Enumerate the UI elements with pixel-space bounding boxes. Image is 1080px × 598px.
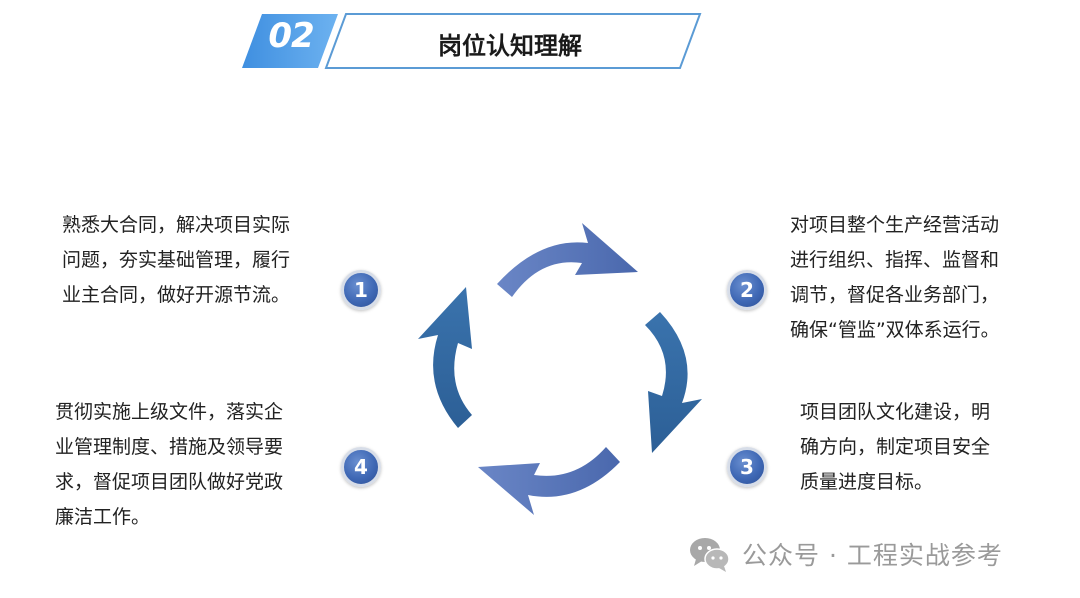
item-2-text: 对项目整个生产经营活动 进行组织、指挥、监督和 调节，督促各业务部门， 确保“管… [790, 214, 1000, 341]
page-title: 岗位认知理解 [438, 32, 582, 60]
badge-1: 1 [341, 270, 381, 310]
section-number: 02 [268, 16, 314, 56]
watermark-text: 公众号 · 工程实战参考 [742, 541, 1003, 570]
title-parallelogram [324, 13, 702, 69]
item-3-text: 项目团队文化建设，明 确方向，制定项目安全 质量进度目标。 [800, 401, 991, 493]
section-header: 02 岗位认知理解 [0, 0, 1080, 90]
badge-4: 4 [341, 447, 381, 487]
header-banner-shapes [242, 13, 702, 69]
number-parallelogram [242, 14, 338, 68]
watermark: 公众号 · 工程实战参考 [688, 534, 1003, 574]
item-1-text: 熟悉大合同，解决项目实际 问题，夯实基础管理，履行 业主合同，做好开源节流。 [62, 214, 291, 306]
cycle-arrow-right [645, 312, 702, 453]
cycle-arrow-left [418, 287, 472, 428]
cycle-arrow-bottom [478, 447, 620, 515]
cycle-arrow-top [497, 223, 638, 297]
badge-2: 2 [727, 270, 767, 310]
item-4-text: 贯彻实施上级文件，落实企 业管理制度、措施及领导要 求，督促项目团队做好党政 廉… [55, 401, 284, 528]
badge-3: 3 [727, 447, 767, 487]
cycle-diagram [418, 223, 702, 515]
wechat-icon [690, 538, 730, 572]
